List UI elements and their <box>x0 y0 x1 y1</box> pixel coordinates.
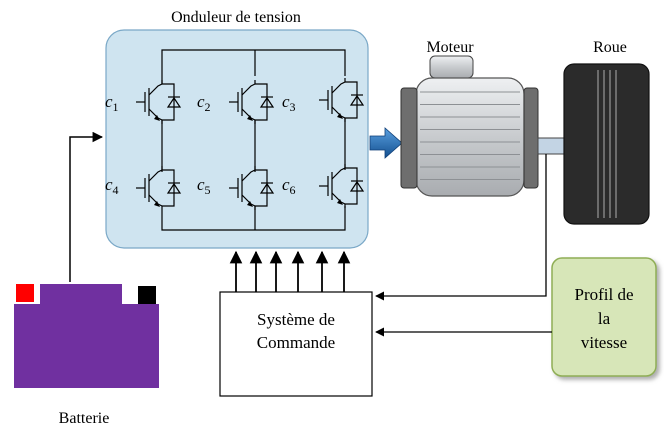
wheel-tire <box>563 63 650 225</box>
speed-feedback-arrow <box>375 154 547 301</box>
bottom-rail <box>161 206 346 231</box>
motor-shaft <box>537 137 567 155</box>
battery-supply-arrow <box>69 131 104 282</box>
motor-label: Moteur <box>426 39 474 56</box>
battery-top <box>40 284 122 306</box>
speed-profile-line2: la <box>598 309 611 328</box>
inverter-box <box>105 29 369 249</box>
speed-profile-line1: Profil de <box>574 285 633 304</box>
igbt-switch-c6 <box>319 164 365 208</box>
speed-profile-box <box>551 257 657 377</box>
switch-label-c1: c1 <box>105 92 119 114</box>
speed-profile-block: Profil de la vitesse <box>551 257 657 377</box>
power-flow-arrow <box>369 127 403 159</box>
control-system-line1: Système de <box>257 310 335 329</box>
motor: Moteur <box>400 39 567 197</box>
control-system-block: Système de Commande <box>219 291 373 397</box>
wheel: Roue <box>563 39 650 225</box>
motor-flange-left <box>400 87 418 189</box>
battery-positive-terminal <box>16 284 34 302</box>
control-system-line2: Commande <box>257 333 335 352</box>
motor-flange-right <box>523 87 539 189</box>
speed-profile-line3: vitesse <box>581 333 627 352</box>
switch-label-c3: c3 <box>282 92 296 114</box>
gate-signal-arrows <box>229 250 351 292</box>
battery-negative-terminal <box>138 286 156 304</box>
motor-body <box>415 77 525 197</box>
battery: Batterie <box>14 284 159 427</box>
switch-label-c2: c2 <box>197 92 211 114</box>
igbt-switch-c3 <box>319 78 365 122</box>
motor-fins <box>420 91 520 180</box>
switch-label-c5: c5 <box>197 175 211 197</box>
battery-label: Batterie <box>59 410 110 427</box>
igbt-switch-c4 <box>136 166 182 210</box>
inverter-block: Onduleur de tension c1 c2 c3 c4 c5 c6 <box>105 9 369 249</box>
wheel-label: Roue <box>593 39 627 56</box>
igbt-switch-c5 <box>229 166 275 210</box>
switch-label-c4: c4 <box>105 175 119 197</box>
battery-body <box>14 304 159 388</box>
top-rail <box>161 49 346 84</box>
igbt-switch-c2 <box>229 80 275 124</box>
switch-label-c6: c6 <box>282 175 296 197</box>
inverter-title: Onduleur de tension <box>171 9 301 26</box>
control-system-box <box>219 291 373 397</box>
igbt-switch-c1 <box>136 80 182 124</box>
motor-terminal-box <box>429 55 474 79</box>
